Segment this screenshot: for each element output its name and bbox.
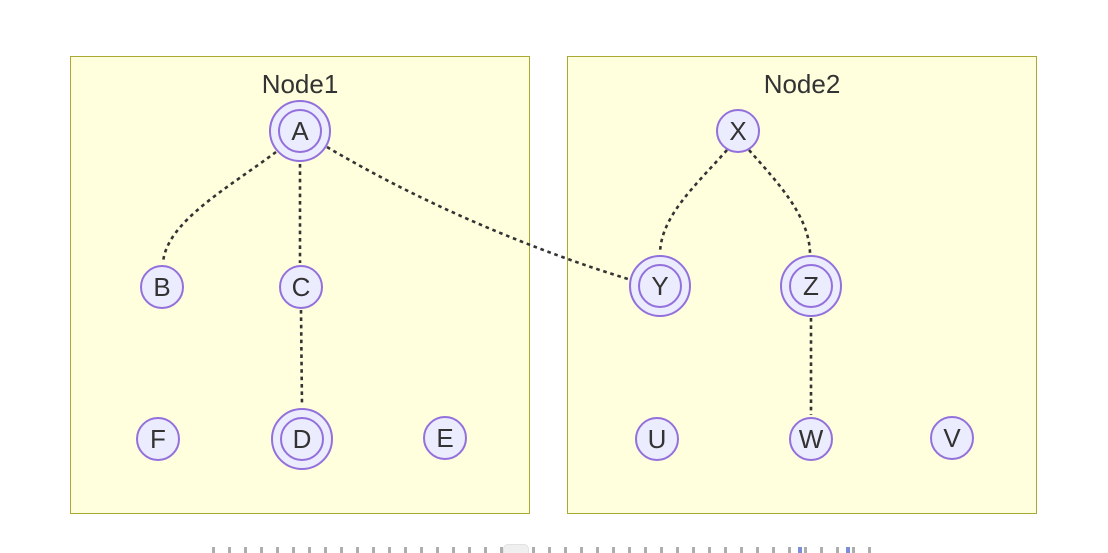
node-B: B [140,265,184,309]
node-E-label: E [436,423,454,453]
node-D-label: D [292,424,312,454]
edge-A-Y [326,145,629,281]
clipped-caption-text [212,547,880,553]
node-Z: Z [780,255,842,317]
clipped-caption-link-fragment [798,547,802,553]
edge-X-Z [748,149,812,254]
node-A: A [269,100,331,162]
node-U: U [635,417,679,461]
node-E: E [423,416,467,460]
inline-code-pill [503,544,529,553]
clipped-caption-link-fragment [846,547,850,553]
node-F-label: F [150,424,166,454]
node-A-inner-ring [278,109,322,153]
node-B-label: B [153,272,171,302]
node-X: X [716,109,760,153]
node-Y-inner-ring [638,264,682,308]
node-C: C [279,265,323,309]
node-Y: Y [629,255,691,317]
node-V: V [930,416,974,460]
edge-C-D [299,309,304,407]
node-U-label: U [647,424,667,454]
edge-X-Y [658,149,728,254]
node-W-label: W [798,424,824,454]
cluster-node2-title: Node2 [763,69,841,99]
node-Z-inner-ring [789,264,833,308]
node-A-label: A [291,116,309,146]
edge-A-B [161,150,277,264]
node-C-label: C [291,272,311,302]
node-Z-label: Z [803,271,819,301]
node-D: D [271,408,333,470]
node-Y-label: Y [651,271,669,301]
node-D-inner-ring [280,417,324,461]
node-V-label: V [943,423,961,453]
node-X-label: X [729,116,747,146]
node-W: W [789,417,833,461]
cluster-node1-title: Node1 [261,69,339,99]
node-F: F [136,417,180,461]
